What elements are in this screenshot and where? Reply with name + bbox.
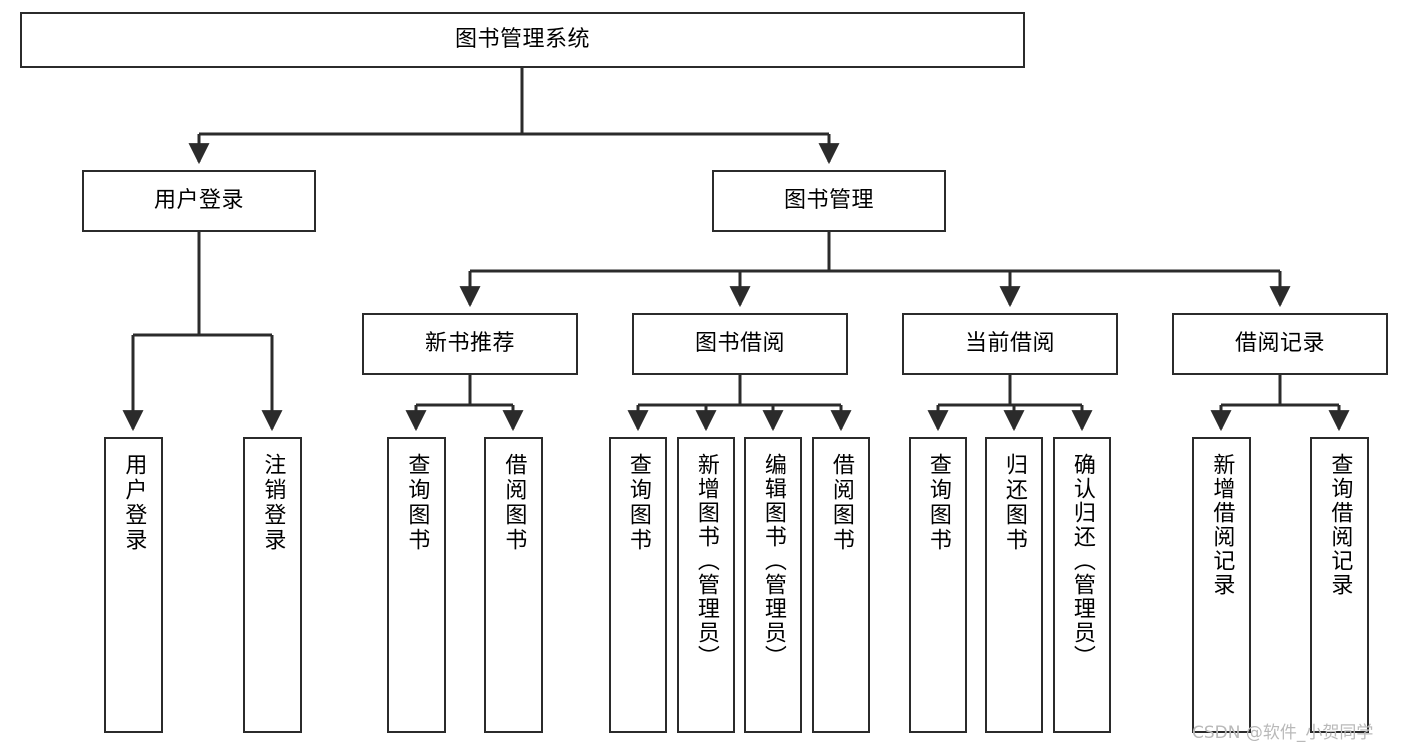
- node-current-borrow-label: 当前借阅: [964, 330, 1055, 356]
- node-borrow-record[interactable]: 借阅记录: [1172, 313, 1388, 375]
- node-leaf-borrow-book-1[interactable]: 借阅图书: [484, 437, 543, 733]
- node-book-borrow[interactable]: 图书借阅: [632, 313, 848, 375]
- node-leaf-return-book-label: 归还图书: [1001, 453, 1027, 553]
- node-leaf-query-book-3[interactable]: 查询图书: [909, 437, 967, 733]
- node-leaf-query-book-2[interactable]: 查询图书: [609, 437, 667, 733]
- node-book-borrow-label: 图书借阅: [694, 330, 785, 356]
- node-leaf-query-book-2-label: 查询图书: [625, 453, 651, 553]
- node-leaf-confirm-return-label: 确认归还（管理员）: [1069, 453, 1095, 669]
- node-leaf-user-logout[interactable]: 注销登录: [243, 437, 302, 733]
- node-leaf-user-logout-label: 注销登录: [260, 453, 286, 553]
- node-book-manage[interactable]: 图书管理: [712, 170, 946, 232]
- node-leaf-edit-book-label: 编辑图书（管理员）: [760, 453, 786, 669]
- node-current-borrow[interactable]: 当前借阅: [902, 313, 1118, 375]
- node-leaf-return-book[interactable]: 归还图书: [985, 437, 1043, 733]
- node-user-login[interactable]: 用户登录: [82, 170, 316, 232]
- node-new-book-rec-label: 新书推荐: [424, 330, 515, 356]
- node-leaf-add-record-label: 新增借阅记录: [1209, 453, 1235, 597]
- node-leaf-user-login[interactable]: 用户登录: [104, 437, 163, 733]
- node-leaf-query-record[interactable]: 查询借阅记录: [1310, 437, 1369, 733]
- node-root-label: 图书管理系统: [454, 26, 590, 52]
- node-book-manage-label: 图书管理: [783, 187, 874, 213]
- node-leaf-borrow-book-1-label: 借阅图书: [501, 453, 527, 553]
- node-leaf-query-book-1[interactable]: 查询图书: [387, 437, 446, 733]
- node-new-book-rec[interactable]: 新书推荐: [362, 313, 578, 375]
- node-leaf-add-book[interactable]: 新增图书（管理员）: [677, 437, 735, 733]
- node-leaf-query-book-1-label: 查询图书: [404, 453, 430, 553]
- node-leaf-query-book-3-label: 查询图书: [925, 453, 951, 553]
- node-leaf-user-login-label: 用户登录: [121, 453, 147, 553]
- node-leaf-confirm-return[interactable]: 确认归还（管理员）: [1053, 437, 1111, 733]
- node-leaf-add-book-label: 新增图书（管理员）: [693, 453, 719, 669]
- node-user-login-label: 用户登录: [153, 187, 244, 213]
- node-leaf-borrow-book-2-label: 借阅图书: [828, 453, 854, 553]
- node-borrow-record-label: 借阅记录: [1234, 330, 1325, 356]
- node-leaf-add-record[interactable]: 新增借阅记录: [1192, 437, 1251, 733]
- node-leaf-borrow-book-2[interactable]: 借阅图书: [812, 437, 870, 733]
- node-root[interactable]: 图书管理系统: [20, 12, 1025, 68]
- csdn-watermark: CSDN @软件_小贺同学: [1192, 723, 1374, 743]
- node-leaf-edit-book[interactable]: 编辑图书（管理员）: [744, 437, 802, 733]
- node-leaf-query-record-label: 查询借阅记录: [1327, 453, 1353, 597]
